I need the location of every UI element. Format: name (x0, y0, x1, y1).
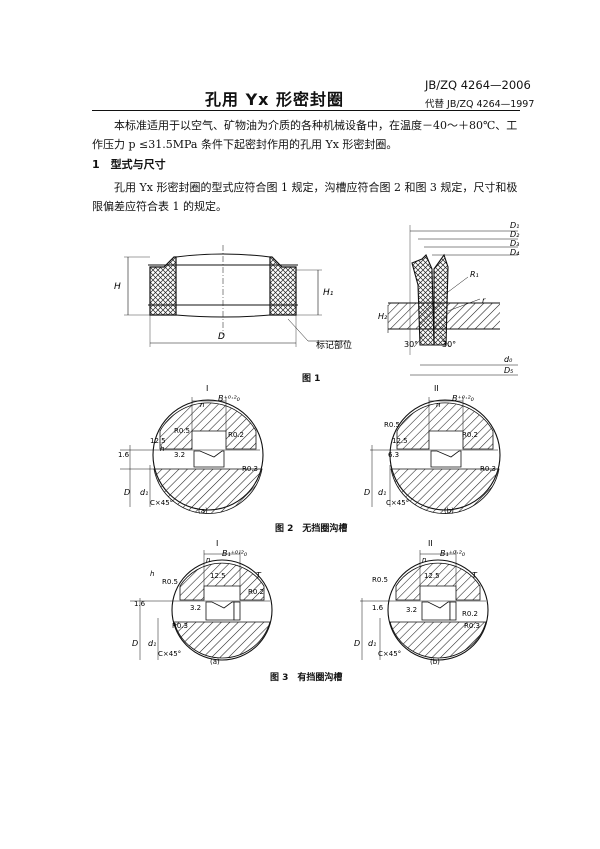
fig2b-detail (370, 397, 501, 514)
fig1-label-D2: D₂ (510, 230, 520, 239)
fig3a-label-n: n (206, 556, 210, 564)
fig2a-view-mark: I (206, 385, 208, 393)
fig3a-label-12-5: 12.5 (210, 572, 226, 580)
figure-3-drawing: I B₁⁺⁰·²₀ T n R0.5 R0.2 R0.3 12.5 1.6 3.… (130, 539, 489, 666)
page-title: 孔用 Yx 形密封圈 (205, 90, 345, 109)
fig3a-label-1-6: 1.6 (134, 600, 146, 608)
fig2a-label-R03: R0.3 (242, 465, 258, 473)
fig2a-label-D: D (124, 488, 130, 497)
fig3b-label-1-6: 1.6 (372, 604, 384, 612)
fig1-label-r: r (482, 296, 486, 305)
fig3a-label-B1: B₁⁺⁰·²₀ (222, 549, 248, 558)
fig1-label-D1: D₁ (510, 221, 519, 230)
fig3a-label-h: h (150, 570, 154, 578)
fig2b-subcaption: (b) (444, 507, 454, 515)
fig3b-label-B1: B₁⁺⁰·²₀ (440, 549, 466, 558)
fig3a-label-D: D (132, 639, 138, 648)
fig3b-label-12-5: 12.5 (424, 572, 440, 580)
fig3b-label-3-2: 3.2 (406, 606, 417, 614)
header-rule (92, 110, 520, 111)
fig1-label-D: D (218, 332, 225, 342)
seal-front-view (124, 245, 350, 347)
fig2a-label-1-6: 1.6 (118, 451, 130, 459)
fig1-label-R1: R₁ (470, 270, 479, 279)
fig2a-label-CX45: C×45° (150, 499, 173, 507)
fig3b-label-D: D (354, 639, 360, 648)
fig3a-subcaption: (a) (210, 658, 220, 666)
fig2a-label-h: h (160, 445, 164, 453)
fig2a-subcaption: (a) (198, 507, 208, 515)
fig3a-label-CX45: C×45° (158, 650, 181, 658)
fig2b-label-D: D (364, 488, 370, 497)
intro-paragraph: 本标准适用于以空气、矿物油为介质的各种机械设备中，在温度－40～＋80℃、工作压… (92, 119, 518, 151)
fig2a-label-n: n (200, 401, 204, 409)
fig3a-label-R05: R0.5 (162, 578, 178, 586)
fig2b-label-n: n (436, 401, 440, 409)
fig3a-label-T: T (256, 571, 262, 580)
fig3b-view-mark: II (428, 539, 433, 548)
section-1-paragraph: 孔用 Yx 形密封圈的型式应符合图 1 规定，沟槽应符合图 2 和图 3 规定，… (92, 181, 518, 213)
fig2a-label-12-5: 12.5 (150, 437, 166, 445)
figure-2-caption: 图 2 无挡圈沟槽 (275, 524, 348, 534)
fig3b-label-R03: R0.3 (464, 622, 480, 630)
fig2a-label-R02: R0.2 (228, 431, 244, 439)
fig3b-label-CX45: C×45° (378, 650, 401, 658)
fig3b-detail (360, 550, 489, 661)
fig2b-label-B: B⁺⁰·²₀ (452, 394, 475, 403)
fig1-label-D4: D₄ (510, 248, 520, 257)
fig2b-label-6-3: 6.3 (388, 451, 399, 459)
replaces-standard: 代替 JB/ZQ 4264—1997 (425, 99, 535, 110)
fig3a-label-d1: d₁ (148, 639, 156, 648)
seal-groove-section (387, 225, 518, 376)
fig1-label-H2: H₂ (378, 312, 388, 321)
fig1-label-mark: 标记部位 (316, 339, 352, 351)
fig3b-subcaption: (b) (430, 658, 440, 666)
fig2a-detail (120, 397, 264, 514)
fig3b-label-d1: d₁ (368, 639, 376, 648)
fig1-label-30b: 30° (442, 340, 456, 349)
fig1-label-H1: H₁ (323, 288, 334, 298)
fig3b-label-n: n (422, 556, 426, 564)
fig3a-label-R02: R0.2 (248, 588, 264, 596)
fig2b-label-12-5: 12.5 (392, 437, 408, 445)
section-1-heading: 1 型式与尺寸 (92, 158, 166, 171)
fig3b-label-T: T (472, 571, 478, 580)
fig2b-label-CX45: C×45° (386, 499, 409, 507)
figure-1-caption: 图 1 (302, 374, 321, 384)
fig1-label-H: H (114, 282, 121, 292)
fig3a-view-mark: I (216, 539, 218, 548)
fig2b-view-mark: II (434, 385, 439, 393)
fig3a-label-R03: R0.3 (172, 622, 188, 630)
figure-2-drawing: I B⁺⁰·²₀ n R0.5 R0.2 R0.3 12.5 1.6 3.2 h… (118, 385, 501, 515)
fig2b-label-R03: R0.3 (480, 465, 496, 473)
fig3b-label-R05: R0.5 (372, 576, 388, 584)
fig2a-label-B: B⁺⁰·²₀ (218, 394, 241, 403)
fig1-label-d0: d₀ (504, 355, 513, 364)
fig2b-label-R02: R0.2 (462, 431, 478, 439)
standard-number: JB/ZQ 4264—2006 (425, 78, 531, 92)
fig2b-label-R05: R0.5 (384, 421, 400, 429)
fig2a-label-d1: d₁ (140, 488, 148, 497)
fig3a-label-3-2: 3.2 (190, 604, 201, 612)
fig2a-label-3-2: 3.2 (174, 451, 185, 459)
fig1-label-30a: 30° (404, 340, 418, 349)
fig3a-detail (130, 550, 273, 661)
fig1-label-D5: D₅ (504, 366, 513, 375)
fig1-label-D3: D₃ (510, 239, 519, 248)
figure-3-caption: 图 3 有挡圈沟槽 (270, 673, 343, 683)
figure-1-drawing: H H₁ D 标记部位 D₁ D₂ D₃ D₄ d₀ D₅ R₁ r H₂ 30… (114, 221, 520, 376)
fig2b-label-d1: d₁ (378, 488, 386, 497)
fig2a-label-R05: R0.5 (174, 427, 190, 435)
fig3b-label-R02: R0.2 (462, 610, 478, 618)
